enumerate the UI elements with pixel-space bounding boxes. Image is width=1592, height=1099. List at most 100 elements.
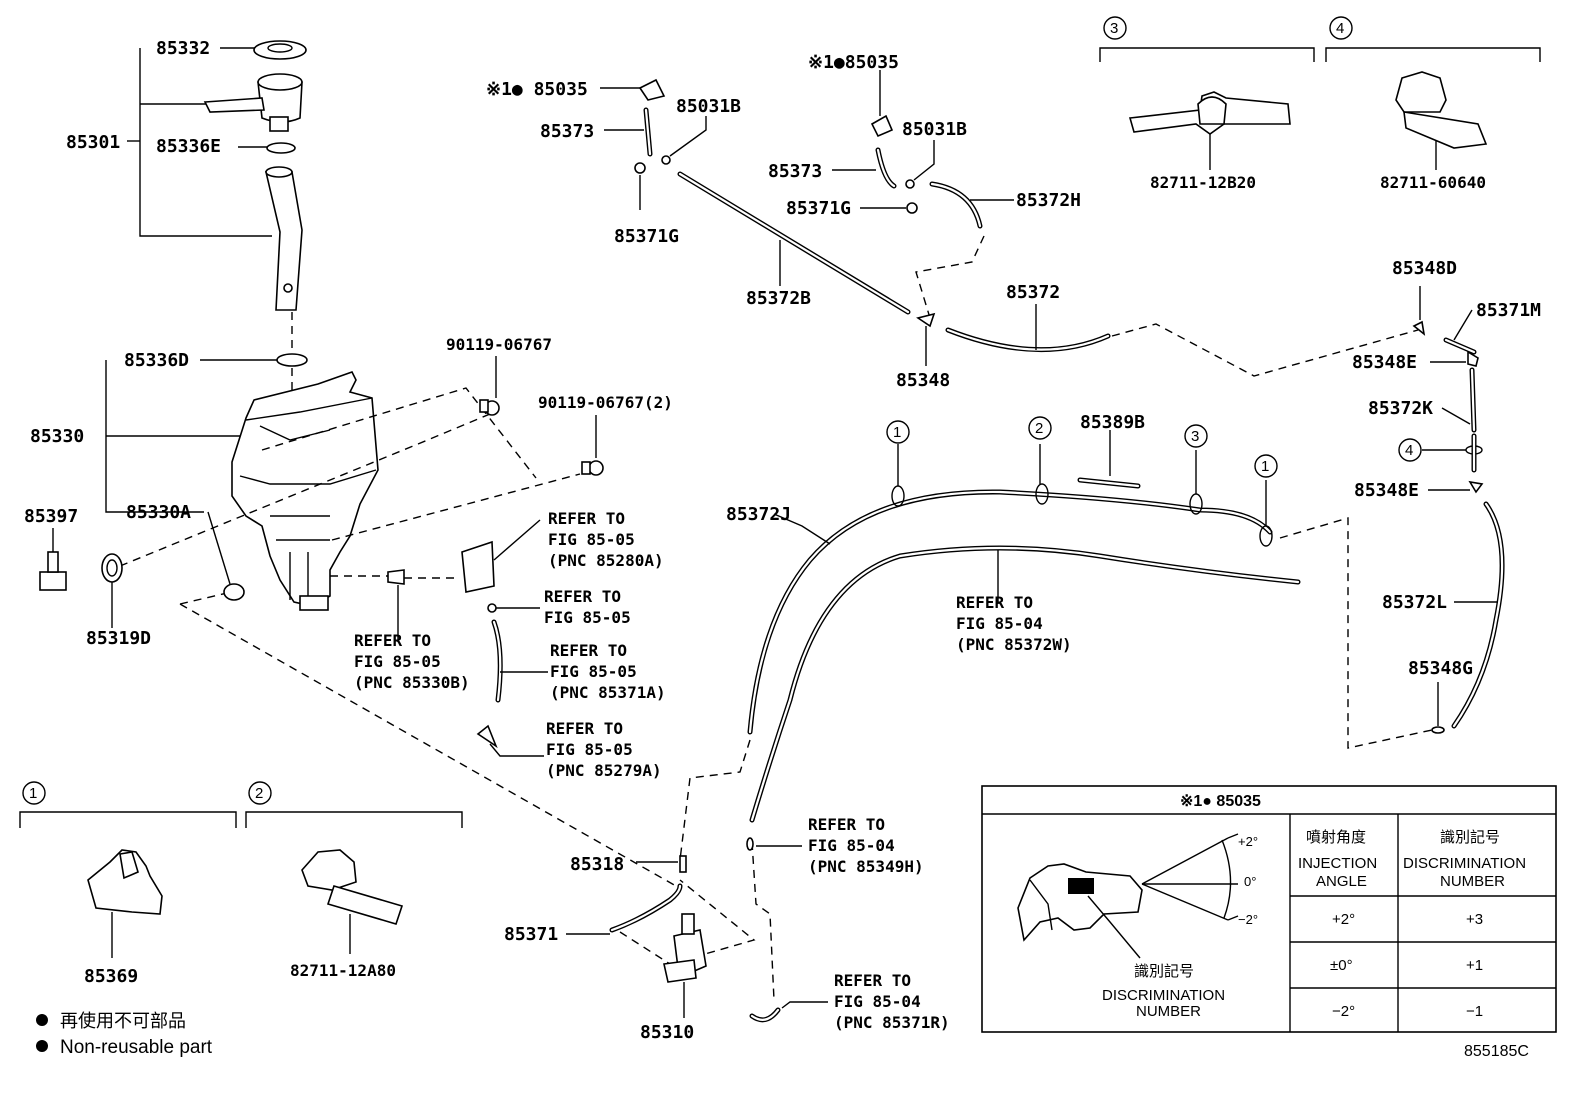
label-85369[interactable]: 85369 (84, 966, 138, 987)
angle-zero: 0° (1244, 874, 1256, 889)
callout-4-hose: 4 (1405, 442, 1413, 459)
label-85372[interactable]: 85372 (1006, 282, 1060, 303)
label-85389B[interactable]: 85389B (1080, 412, 1145, 433)
washer-pump-85310 (566, 855, 756, 1018)
label-85319D[interactable]: 85319D (86, 628, 151, 649)
refer-note-85371A[interactable]: REFER TO FIG 85-05 (PNC 85371A) (550, 641, 666, 702)
legend-bullet-jp (36, 1014, 48, 1026)
col-angle-en2: ANGLE (1316, 873, 1367, 890)
label-85371G-left[interactable]: 85371G (614, 226, 679, 247)
label-85372K[interactable]: 85372K (1368, 398, 1433, 419)
label-85372L[interactable]: 85372L (1382, 592, 1447, 613)
refer-line: FIG 85-05 (544, 608, 631, 627)
legend-jp: 再使用不可部品 (60, 1011, 186, 1032)
label-85372B[interactable]: 85372B (746, 288, 811, 309)
label-85372H[interactable]: 85372H (1016, 190, 1081, 211)
tank-assembly (105, 40, 677, 887)
refer-line: (PNC 85371R) (834, 1013, 950, 1032)
label-85330A[interactable]: 85330A (126, 502, 191, 523)
mark-en2: NUMBER (1136, 1003, 1201, 1020)
label-85031B-left[interactable]: 85031B (676, 96, 741, 117)
col-number-en2: NUMBER (1440, 873, 1505, 890)
callout-group-top (1103, 16, 1353, 40)
label-85372J[interactable]: 85372J (726, 504, 791, 525)
label-85348E-lower[interactable]: 85348E (1354, 480, 1419, 501)
col-angle-jp: 噴射角度 (1306, 829, 1366, 846)
clip-85369 (19, 781, 237, 958)
legend-en: Non-reusable part (60, 1037, 213, 1058)
refer-note-85330B[interactable]: REFER TO FIG 85-05 (PNC 85330B) (354, 631, 470, 692)
refer-note-fig-85-05[interactable]: REFER TO FIG 85-05 (544, 587, 631, 627)
callout-1-hose: 1 (893, 424, 901, 441)
refer-line: FIG 85-05 (548, 530, 635, 549)
label-82711-60640[interactable]: 82711-60640 (1380, 173, 1486, 192)
label-85318[interactable]: 85318 (570, 854, 624, 875)
refer-note-85349H[interactable]: REFER TO FIG 85-04 (PNC 85349H) (808, 815, 924, 876)
grommet-85319D (101, 553, 123, 628)
refer-note-85372W[interactable]: REFER TO FIG 85-04 (PNC 85372W) (956, 593, 1072, 654)
refer-line: REFER TO (834, 971, 911, 990)
label-85373-left[interactable]: 85373 (540, 121, 594, 142)
callout-3-top: 3 (1110, 20, 1118, 37)
label-85330[interactable]: 85330 (30, 426, 84, 447)
nozzle-right (832, 70, 1419, 377)
figure-code: 855185C (1464, 1043, 1529, 1060)
label-90119-06767[interactable]: 90119-06767 (446, 335, 552, 354)
label-85301[interactable]: 85301 (66, 132, 120, 153)
refer-line: (PNC 85330B) (354, 673, 470, 692)
col-angle-en1: INJECTION (1298, 855, 1377, 872)
row1-angle: +2° (1332, 911, 1355, 928)
label-85035-left[interactable]: ※1● 85035 (486, 79, 588, 100)
refer-line: REFER TO (808, 815, 885, 834)
label-85336D[interactable]: 85336D (124, 350, 189, 371)
refer-line: FIG 85-04 (834, 992, 921, 1011)
label-85371[interactable]: 85371 (504, 924, 558, 945)
refer-note-85371R[interactable]: REFER TO FIG 85-04 (PNC 85371R) (834, 971, 950, 1032)
mark-jp: 識別記号 (1134, 963, 1194, 980)
refer-line: FIG 85-05 (546, 740, 633, 759)
row3-angle: −2° (1332, 1003, 1355, 1020)
label-85310[interactable]: 85310 (640, 1022, 694, 1043)
label-85031B-right[interactable]: 85031B (902, 119, 967, 140)
label-85348[interactable]: 85348 (896, 370, 950, 391)
pump-side-parts (461, 519, 548, 757)
part-85330A (207, 511, 245, 601)
label-85348D[interactable]: 85348D (1392, 258, 1457, 279)
nozzle-left (600, 78, 911, 315)
refer-line: REFER TO (956, 593, 1033, 612)
row2-angle: ±0° (1330, 957, 1353, 974)
ring-85336E (266, 142, 296, 154)
refer-line: FIG 85-04 (808, 836, 895, 855)
mark-en1: DISCRIMINATION (1102, 987, 1225, 1004)
label-85332[interactable]: 85332 (156, 38, 210, 59)
discrimination-mark (1068, 878, 1094, 894)
label-90119-06767-2[interactable]: 90119-06767(2) (538, 393, 673, 412)
label-85371G-right[interactable]: 85371G (786, 198, 851, 219)
callout-3-hose: 3 (1191, 428, 1199, 445)
refer-note-85279A[interactable]: REFER TO FIG 85-05 (PNC 85279A) (546, 719, 662, 780)
col-number-jp: 識別記号 (1440, 829, 1500, 846)
callout-2-bottom: 2 (255, 785, 263, 802)
label-82711-12A80[interactable]: 82711-12A80 (290, 961, 396, 980)
nozzle-sketch (1017, 863, 1143, 942)
label-85373-right[interactable]: 85373 (768, 161, 822, 182)
refer-line: REFER TO (544, 587, 621, 606)
label-85371M[interactable]: 85371M (1476, 300, 1541, 321)
clip-82711-12A80 (245, 781, 463, 954)
bolt-90119-a (479, 356, 500, 416)
label-85348E-upper[interactable]: 85348E (1352, 352, 1417, 373)
label-85397[interactable]: 85397 (24, 506, 78, 527)
col-number-en1: DISCRIMINATION (1403, 855, 1526, 872)
label-85035-right[interactable]: ※1●85035 (808, 52, 899, 73)
label-82711-12B20[interactable]: 82711-12B20 (1150, 173, 1256, 192)
refer-line: REFER TO (550, 641, 627, 660)
bolt-90119-b (581, 415, 604, 476)
label-85336E[interactable]: 85336E (156, 136, 221, 157)
refer-note-85280A[interactable]: REFER TO FIG 85-05 (PNC 85280A) (548, 509, 664, 570)
callout-4-top: 4 (1336, 20, 1344, 37)
angle-plus2: +2° (1238, 834, 1258, 849)
label-85348G[interactable]: 85348G (1408, 658, 1473, 679)
refer-line: FIG 85-05 (354, 652, 441, 671)
